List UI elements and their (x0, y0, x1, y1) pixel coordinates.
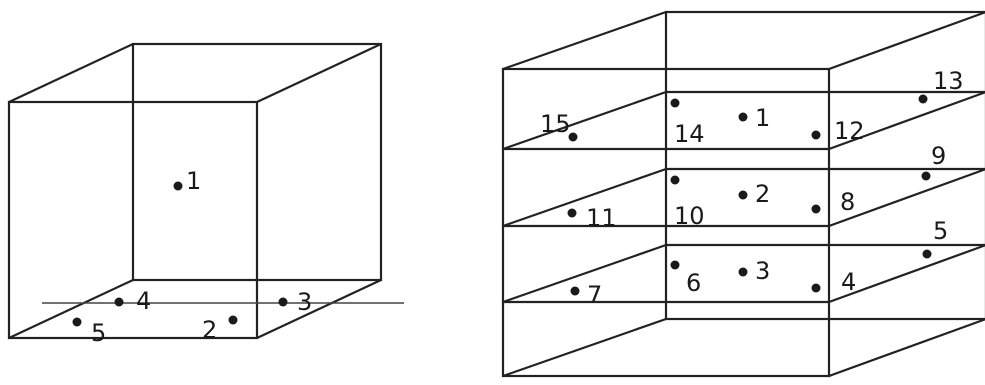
shelf-1 (501, 90, 985, 151)
right-point-5-label: 5 (933, 217, 948, 245)
right-point-11-label: 11 (586, 204, 617, 232)
right-point-15-label: 15 (540, 110, 571, 138)
right-point-10-marker (670, 175, 680, 185)
right-point-6-label: 6 (686, 269, 701, 297)
right-point-4-label: 4 (841, 268, 856, 296)
left-cube-edge-bottom-left (7, 278, 135, 340)
shelf-2 (501, 167, 985, 228)
right-point-8-label: 8 (840, 188, 855, 216)
left-point-3-label: 3 (297, 288, 312, 316)
left-point-1-label: 1 (186, 167, 201, 195)
right-point-13-label: 13 (933, 67, 964, 95)
right-point-13-marker (918, 94, 928, 104)
left-point-2-marker (228, 315, 238, 325)
right-point-3-label: 3 (755, 257, 770, 285)
left-cube-edge-top-right (255, 42, 383, 104)
left-point-5-marker (72, 317, 82, 327)
right-cube-edge-top-right (827, 11, 985, 71)
left-cube-edge-top-left (7, 42, 135, 104)
right-cube-edge-bottom-left (501, 317, 668, 378)
right-point-7-label: 7 (587, 281, 602, 309)
right-point-12-label: 12 (834, 117, 865, 145)
right-point-2-label: 2 (755, 180, 770, 208)
right-cube: 1 14 12 13 15 2 10 8 9 11 3 6 4 5 7 (501, 10, 985, 378)
right-point-14-marker (670, 98, 680, 108)
right-point-9-marker (921, 171, 931, 181)
left-point-4-marker (114, 297, 124, 307)
right-point-8-marker (811, 204, 821, 214)
left-point-5-label: 5 (91, 319, 106, 347)
shelf-3 (501, 243, 985, 304)
right-point-14-label: 14 (674, 120, 705, 148)
left-point-1-marker (173, 181, 183, 191)
right-point-12-marker (811, 130, 821, 140)
left-cube-back-face (131, 42, 383, 282)
right-cube-edge-bottom-right (827, 318, 985, 378)
right-point-1-marker (738, 112, 748, 122)
right-point-3-marker (738, 267, 748, 277)
right-cube-edge-top-left (501, 10, 668, 71)
right-point-15-marker (568, 132, 578, 142)
right-point-7-marker (570, 286, 580, 296)
right-point-4-marker (811, 283, 821, 293)
left-cube-edge-bottom-right (255, 278, 383, 340)
left-cube: 1 2 3 4 5 (7, 42, 404, 347)
right-point-11-marker (567, 208, 577, 218)
right-point-6-marker (670, 260, 680, 270)
left-point-4-label: 4 (136, 287, 151, 315)
right-point-2-marker (738, 190, 748, 200)
right-point-5-marker (922, 249, 932, 259)
right-cube-back-face (664, 10, 985, 321)
right-point-10-label: 10 (674, 202, 705, 230)
right-point-1-label: 1 (755, 104, 770, 132)
right-point-9-label: 9 (931, 142, 946, 170)
left-point-3-marker (278, 297, 288, 307)
left-point-2-label: 2 (202, 316, 217, 344)
